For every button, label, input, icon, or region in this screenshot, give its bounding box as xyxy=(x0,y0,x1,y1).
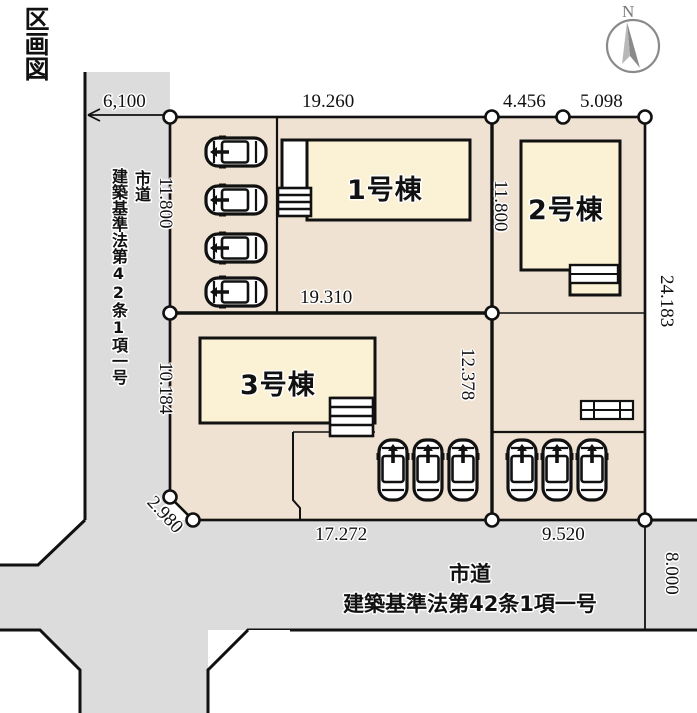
compass-rose xyxy=(605,18,661,74)
building-3 xyxy=(198,336,377,438)
parking-lot-3 xyxy=(377,440,480,500)
dim-lot1-bottom: 19.310 xyxy=(300,287,353,308)
building-label-2: 2号棟 xyxy=(528,195,604,226)
building-2 xyxy=(519,139,622,297)
bottom-road-law: 建築基準法第42条1項一号 xyxy=(343,592,597,616)
building-1 xyxy=(276,138,472,222)
left-road-law: 建築基準法第42条1項一号 xyxy=(109,168,128,385)
crossroad xyxy=(0,518,290,713)
dim-right-side: 24.183 xyxy=(656,275,677,328)
building-label-3: 3号棟 xyxy=(240,370,316,401)
page-title: 区画図 xyxy=(21,6,50,81)
dim-lot2-bottom: 9.520 xyxy=(542,524,585,545)
stairs-3 xyxy=(328,396,375,438)
dim-lot2-top-a: 4.456 xyxy=(503,91,546,112)
bottom-road-block: 市道 建築基準法第42条1項一号 xyxy=(300,558,640,618)
dim-top-left-road: 6,100 xyxy=(103,91,146,112)
dim-bottom-road-width: 8.000 xyxy=(661,552,682,595)
bottom-road-name: 市道 xyxy=(449,562,491,586)
dim-lot1-top: 19.260 xyxy=(302,91,355,112)
compass-north-label: N xyxy=(622,2,635,21)
dim-lot3-bottom: 17.272 xyxy=(315,524,368,545)
dim-lot3-left: 10.184 xyxy=(155,362,176,415)
left-road-name: 市道 xyxy=(132,170,151,202)
road-outlines xyxy=(0,72,697,632)
dim-lot1-left: 11.800 xyxy=(155,177,176,229)
building-label-1: 1号棟 xyxy=(347,175,423,206)
dim-lot2-top-b: 5.098 xyxy=(580,91,623,112)
dim-lot3-right: 12.378 xyxy=(457,348,478,401)
dim-lot2-left: 11.800 xyxy=(490,180,511,232)
parking-lot-2 xyxy=(506,440,609,500)
vertex-markers xyxy=(162,109,653,528)
stairs-1 xyxy=(276,186,313,218)
rail-2 xyxy=(579,399,635,421)
